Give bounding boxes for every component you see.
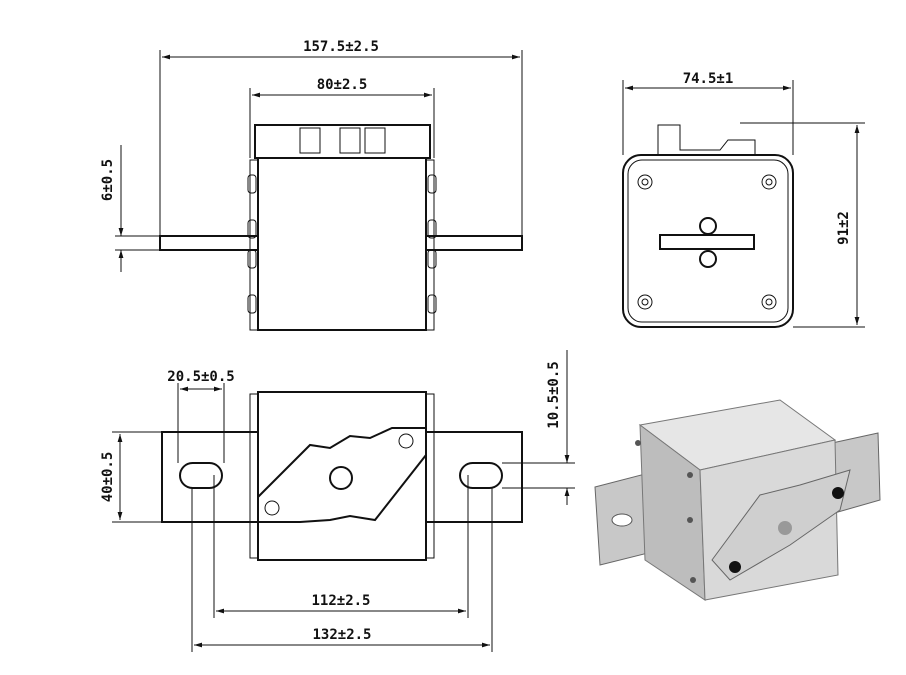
- front-view: 157.5±2.5 80±2.5 6±0.5: [100, 39, 523, 331]
- slot-left: [179, 462, 223, 489]
- slot-width-label: 10.5±0.5: [546, 361, 562, 428]
- side-view: 74.5±1 91±2: [622, 71, 865, 328]
- side-clip: [657, 124, 756, 155]
- height-label: 91±2: [836, 211, 852, 245]
- fuse-body: [257, 157, 427, 331]
- isometric-view: [594, 399, 881, 601]
- mounting-length-label: 132±2.5: [312, 627, 371, 643]
- slot-center-distance-label: 112±2.5: [311, 593, 370, 609]
- side-width-label: 74.5±1: [683, 71, 734, 87]
- top-clip: [254, 124, 431, 159]
- blade-thickness-label: 6±0.5: [100, 159, 116, 201]
- body-width-label: 80±2.5: [317, 77, 368, 93]
- blade-width-label: 40±0.5: [100, 452, 116, 503]
- overall-length-label: 157.5±2.5: [303, 39, 379, 55]
- slot-length-label: 20.5±0.5: [167, 369, 234, 385]
- slot-right: [459, 462, 503, 489]
- top-view: 20.5±0.5 10.5±0.5 40±0.5 112±2.5 132±2.5: [100, 350, 575, 652]
